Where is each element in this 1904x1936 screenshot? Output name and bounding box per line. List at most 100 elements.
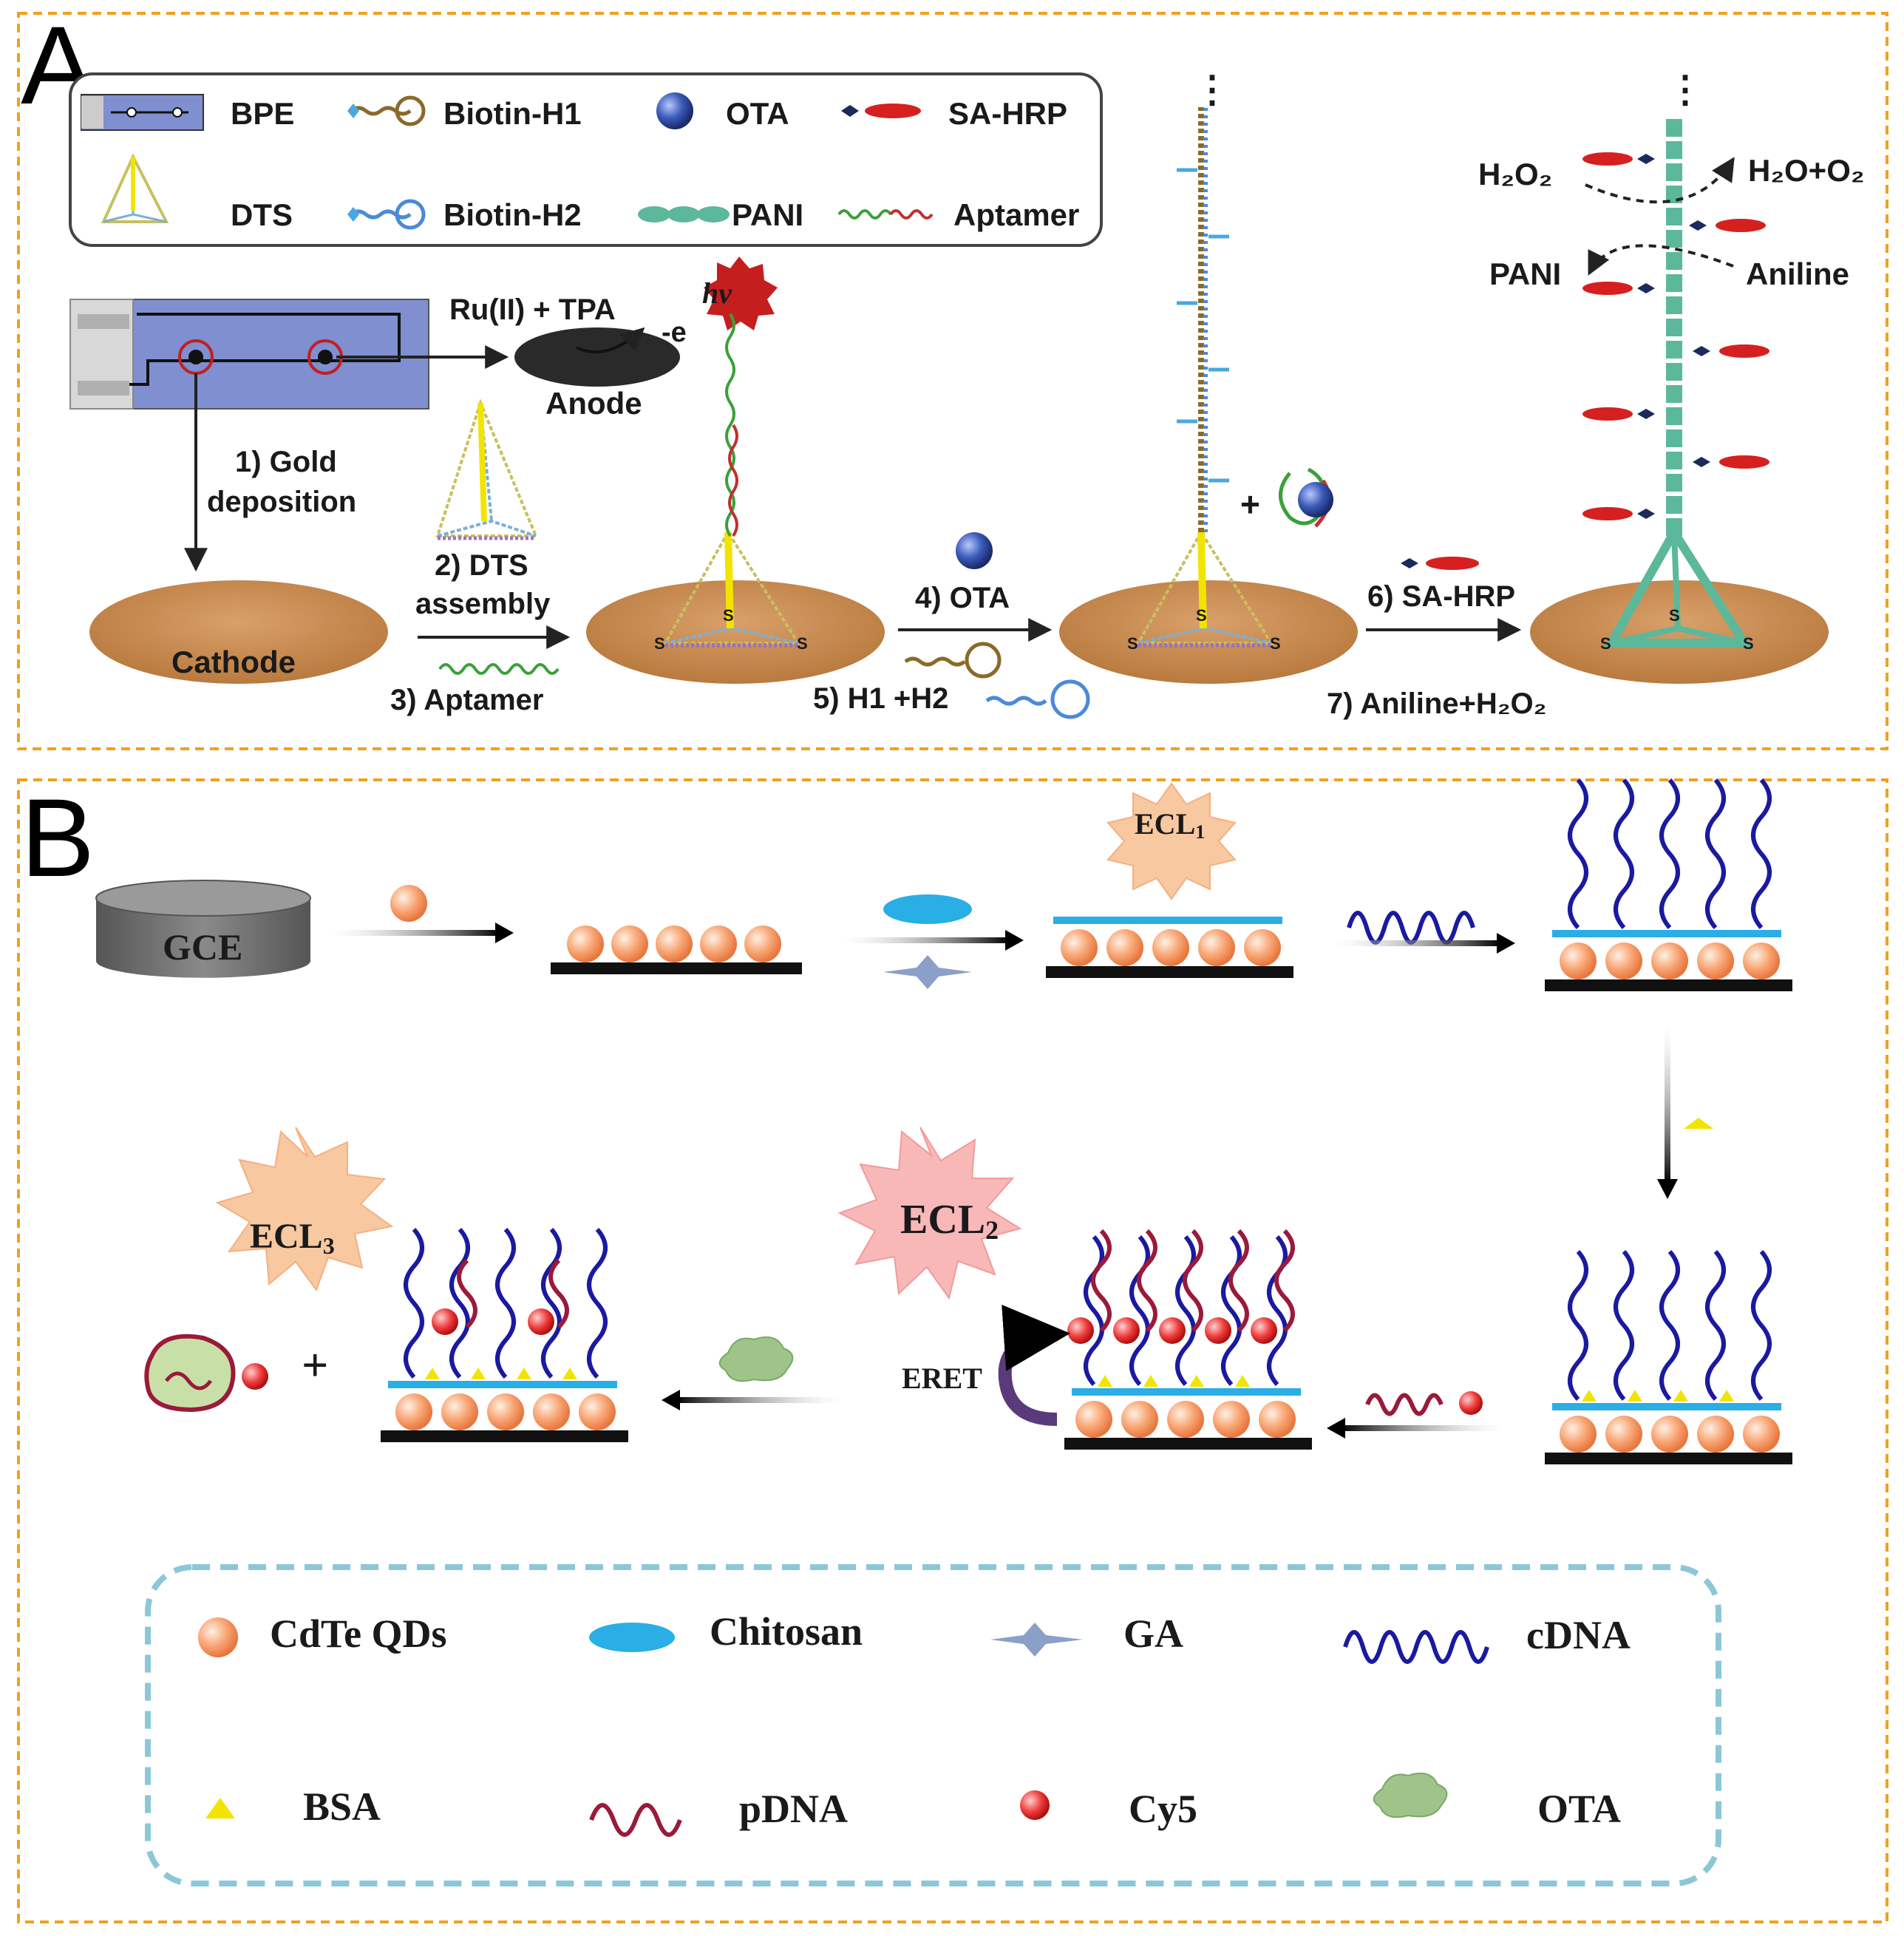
h1-reagent	[904, 642, 1002, 679]
legend-a-label-sa-hrp: SA-HRP	[948, 96, 1067, 131]
legend-b-label-ota: OTA	[1537, 1787, 1621, 1831]
legend-a-label-ota: OTA	[726, 96, 789, 131]
step6-label: 6) SA-HRP	[1367, 580, 1515, 613]
green-chain-icon	[638, 206, 730, 223]
arrow-b3	[1334, 940, 1500, 946]
arrow-b4	[1665, 1024, 1670, 1183]
state-pdna-layer	[1064, 1229, 1312, 1450]
ga-reagent	[883, 955, 972, 989]
legend-a-label-biotin-h1: Biotin-H1	[443, 96, 582, 131]
state-chitosan-layer	[1046, 917, 1293, 978]
legend-b-label-cdna: cDNA	[1526, 1613, 1631, 1657]
step7-label: 7) Aniline+H₂O₂	[1327, 687, 1546, 720]
hairpin-icon	[347, 199, 426, 230]
cathode-label: Cathode	[171, 645, 296, 679]
wavy-strand-icon	[837, 209, 934, 220]
arrow-b1	[333, 930, 499, 936]
svg-text:S: S	[723, 606, 734, 625]
green-blob-icon	[1373, 1773, 1448, 1818]
ecl2-burst: ECL2	[837, 1127, 1022, 1300]
gce-electrode: GCE	[95, 880, 311, 978]
electrode-pani: S S S	[1530, 118, 1829, 684]
step4-label: 4) OTA	[915, 582, 1010, 614]
state-qd-layer	[551, 925, 802, 974]
cyan-ellipse-icon	[589, 1623, 675, 1652]
red-ellipse-icon	[841, 103, 921, 118]
anode-label: Anode	[545, 386, 642, 421]
blue-sphere-icon	[656, 92, 693, 129]
hairpin-icon	[347, 95, 426, 126]
svg-text:S: S	[654, 634, 665, 653]
bpe-device	[69, 299, 429, 410]
ecl1-label: ECL1	[1135, 807, 1205, 843]
tetrahedron-reagent	[435, 398, 538, 540]
arrow-b2	[843, 937, 1009, 943]
tetrahedron-icon	[101, 153, 169, 223]
legend-b-label-bsa: BSA	[303, 1784, 381, 1829]
state-cdna-layer	[1545, 778, 1792, 991]
ota-reagent	[956, 532, 993, 569]
cathode-electrode	[89, 580, 388, 684]
sa-hrp-reagent	[1401, 557, 1479, 570]
anode-electrode	[514, 327, 680, 387]
aniline-label: Aniline	[1746, 257, 1849, 291]
svg-text:S: S	[1743, 634, 1754, 653]
bpe-chip-icon	[81, 94, 204, 131]
step2-line1: 2) DTS	[435, 549, 528, 582]
legend-a-label-pani: PANI	[732, 197, 803, 232]
svg-text:S: S	[1669, 606, 1680, 625]
svg-text:S: S	[1600, 634, 1611, 653]
panel-b-letter: B	[21, 775, 95, 900]
plus-a: +	[1240, 485, 1260, 523]
legend-b-label-cy5: Cy5	[1129, 1787, 1197, 1831]
legend-a-box	[69, 72, 1103, 247]
pdna-cy5-reagent	[1365, 1393, 1444, 1416]
ecl3-burst: ECL3	[215, 1127, 394, 1292]
aniline-reaction-arrow	[1588, 244, 1734, 276]
arrow-b5	[1342, 1425, 1504, 1431]
legend-b-label-pdna: pDNA	[739, 1787, 848, 1831]
maroon-wave-icon	[589, 1803, 682, 1837]
step2-line2: assembly	[415, 588, 551, 620]
arrow-b6	[676, 1397, 843, 1403]
orange-sphere-icon	[198, 1617, 238, 1657]
yellow-triangle-icon	[205, 1798, 235, 1818]
cdna-reagent	[1347, 911, 1475, 945]
state-bsa-layer	[1545, 1250, 1792, 1464]
plus-b: +	[302, 1339, 328, 1391]
step3-label: 3) Aptamer	[390, 684, 543, 716]
aptamer-reagent	[438, 663, 560, 675]
sa-hrp-attached	[1582, 152, 1769, 520]
pani-product-label: PANI	[1489, 257, 1561, 291]
star-icon	[990, 1623, 1083, 1657]
ellipsis-top-2: ⋮	[1667, 69, 1704, 110]
ecl1-burst: ECL1	[1106, 782, 1237, 900]
legend-a-label-biotin-h2: Biotin-H2	[443, 197, 582, 232]
legend-b-label-chitosan: Chitosan	[710, 1609, 863, 1654]
h2o-o2-label: H₂O+O₂	[1748, 153, 1865, 188]
bsa-reagent	[1684, 1118, 1713, 1129]
h2o2-label: H₂O₂	[1478, 157, 1552, 191]
hv-label: hv	[702, 276, 732, 310]
eret-label: ERET	[902, 1362, 982, 1395]
legend-a-label-bpe: BPE	[231, 96, 294, 131]
ota-pdna-complex	[144, 1334, 268, 1413]
state-ota-layer	[381, 1228, 628, 1442]
svg-text:S: S	[797, 634, 808, 653]
electrode-dts-aptamer: S S S	[586, 313, 885, 684]
ru-tpa-label: Ru(II) + TPA	[449, 293, 616, 326]
legend-a-label-dts: DTS	[231, 197, 293, 232]
qd-reagent	[390, 885, 427, 922]
legend-a-label-aptamer: Aptamer	[953, 197, 1079, 232]
svg-text:S: S	[1127, 634, 1138, 653]
h2-reagent	[985, 679, 1090, 719]
electron-arrow	[576, 327, 645, 354]
hv-burst: hv	[702, 257, 778, 330]
legend-b-label-cdte: CdTe QDs	[270, 1611, 447, 1656]
ota-aptamer-complex	[1279, 467, 1333, 528]
ellipsis-top-1: ⋮	[1194, 69, 1231, 110]
svg-text:S: S	[1270, 634, 1281, 653]
ecl3-label: ECL3	[250, 1217, 335, 1259]
step1-line2: deposition	[207, 486, 356, 518]
